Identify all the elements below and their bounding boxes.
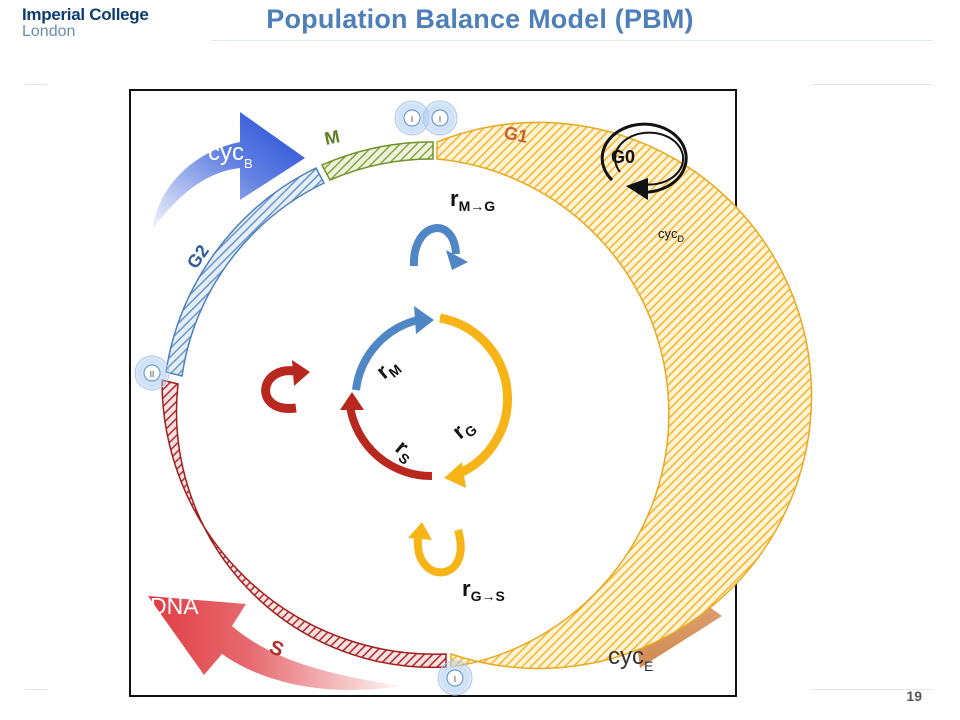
g0-arrowhead [626,178,648,200]
g2-segment [165,167,326,377]
header-rule [212,40,932,41]
r-g-label: rG [447,412,480,446]
r-g-arrow [439,313,512,479]
cycB-arrow [152,112,305,230]
r-g-to-s-label: rG→S [462,576,505,604]
r-m-arrowhead [414,306,434,334]
margin-rule-right [812,84,932,85]
page-title: Population Balance Model (PBM) [266,4,694,34]
checkpoint-top-right-label: I [439,115,441,124]
dna-label: DNA [150,593,199,619]
r-g-arrowhead [444,462,466,488]
m-segment [320,141,434,181]
footer-rule-left [25,689,47,690]
g-to-s-loop [413,528,465,577]
r-m-label: rM [371,352,404,386]
page-number: 19 [906,688,922,704]
r-s-arrowhead [340,392,364,410]
r-s-arrow [346,405,433,481]
s-loop [261,366,302,413]
r-m-arrow [352,316,420,391]
cycB-label: cycB [208,139,253,171]
g0-loop-inner [614,131,685,186]
checkpoint-left [134,355,170,391]
footer-rule-right [812,689,932,690]
checkpoint-top-left [394,100,430,136]
checkpoint-top-left-label: I [411,115,413,124]
margin-rule-left [25,84,47,85]
cycD-label: cycD [658,226,685,244]
r-m-to-g-label: rM→G [450,186,495,214]
g1-label: G1 [502,122,530,147]
m-to-g-arrowhead [446,250,468,270]
g0-label: G0 [611,147,635,167]
checkpoint-top-right [422,100,458,136]
s-loop-arrowhead [292,360,310,386]
checkpoint-bottom [437,660,473,696]
cycE-label: cycE [608,643,653,674]
dna-arrow [148,596,400,691]
g0-loop [600,122,688,194]
m-to-g-loop [409,224,460,267]
logo-line-1: Imperial College [22,5,149,24]
m-label: M [323,126,342,149]
g-to-s-arrowhead [408,522,432,540]
checkpoint-bottom-label: I [454,675,456,684]
imperial-logo: Imperial College London [22,6,149,40]
checkpoint-left-label: II [150,370,154,379]
g1-segment [436,121,813,670]
logo-line-2: London [22,23,76,40]
